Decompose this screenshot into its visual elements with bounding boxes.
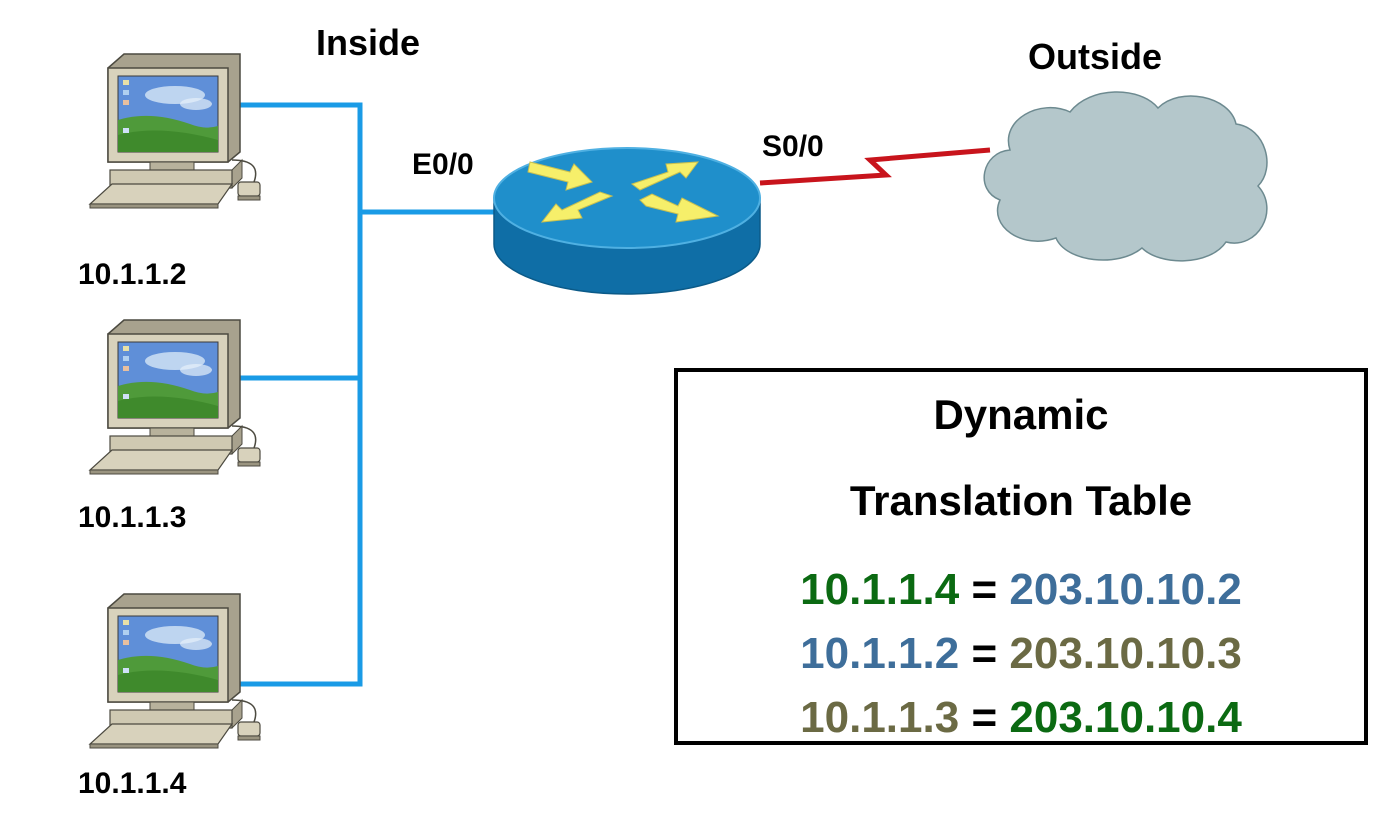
mapping-separator: = (971, 693, 998, 742)
host-ip-label: 10.1.1.2 (78, 258, 187, 291)
cloud-icon (983, 91, 1268, 262)
host-pc-1-icon (89, 53, 261, 209)
outside-address: 203.10.10.2 (1009, 565, 1242, 614)
host-ip-label: 10.1.1.4 (78, 767, 187, 800)
inside-zone-label: Inside (316, 22, 421, 63)
inside-address: 10.1.1.4 (800, 565, 960, 614)
host-pc-2-icon (89, 319, 261, 475)
translation-row: 10.1.1.2 = 203.10.10.3 (678, 632, 1364, 676)
router-lan-interface-label: E0/0 (412, 148, 474, 181)
outside-zone-label: Outside (1028, 36, 1163, 77)
inside-address: 10.1.1.3 (800, 693, 960, 742)
router-wan-interface-label: S0/0 (762, 130, 824, 163)
wan-link (759, 147, 991, 186)
host-ip-label: 10.1.1.3 (78, 501, 187, 534)
outside-address: 203.10.10.4 (1009, 693, 1242, 742)
translation-table-title-line1: Dynamic (933, 391, 1109, 438)
mapping-separator: = (971, 565, 998, 614)
translation-row: 10.1.1.4 = 203.10.10.2 (678, 568, 1364, 612)
host-pc-3-icon (89, 593, 261, 749)
translation-table: Dynamic Translation Table 10.1.1.4 = 203… (674, 368, 1368, 745)
mapping-separator: = (971, 629, 998, 678)
translation-table-title-line2: Translation Table (849, 477, 1193, 524)
outside-address: 203.10.10.3 (1009, 629, 1242, 678)
lan-links (240, 102, 494, 687)
inside-address: 10.1.1.2 (800, 629, 960, 678)
router-icon (493, 147, 761, 295)
translation-row: 10.1.1.3 = 203.10.10.4 (678, 696, 1364, 740)
